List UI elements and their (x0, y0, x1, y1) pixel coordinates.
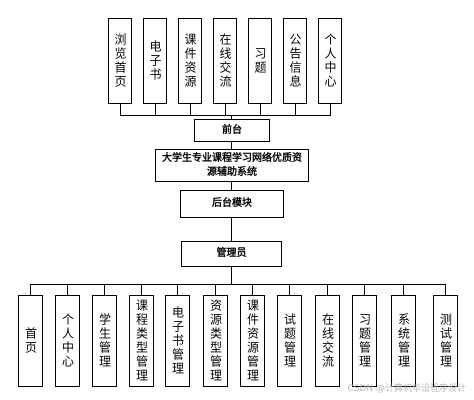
connector (403, 284, 404, 295)
connector (445, 284, 446, 295)
admin-module-ebooks: 电子书管理 (165, 295, 190, 387)
connector (364, 284, 365, 295)
front-module-label: 个人中心 (323, 33, 337, 89)
front-module-label: 课件资源 (183, 33, 197, 89)
admin-module-system: 系统管理 (391, 295, 416, 387)
admin-module-label: 电子书管理 (170, 306, 185, 376)
connector (231, 182, 232, 190)
connector (120, 115, 331, 116)
connector (231, 115, 232, 119)
admin-module-resource-types: 资源类型管理 (203, 295, 228, 387)
connector (231, 267, 232, 284)
front-module-notice: 公告信息 (283, 18, 307, 104)
front-module-ebook: 电子书 (143, 18, 167, 104)
admin-module-personal: 个人中心 (55, 295, 80, 387)
admin-module-label: 个人中心 (60, 313, 75, 369)
admin-module-label: 课程类型管理 (134, 299, 149, 383)
admin-module-courseware: 课件资源管理 (240, 295, 265, 387)
front-node: 前台 (194, 119, 270, 142)
connector (260, 104, 261, 115)
admin-module-tests: 测试管理 (433, 295, 458, 387)
front-module-courseware: 课件资源 (178, 18, 202, 104)
connector (252, 284, 253, 295)
admin-node: 管理员 (181, 241, 282, 267)
connector (30, 284, 446, 285)
watermark-text: CSDN @计算机毕设程序设计 (347, 384, 466, 394)
connector (231, 218, 232, 241)
backend-node: 后台模块 (180, 190, 284, 218)
connector (231, 142, 232, 149)
connector (177, 284, 178, 295)
front-module-label: 公告信息 (288, 33, 302, 89)
admin-module-label: 学生管理 (97, 313, 112, 369)
admin-module-label: 首页 (23, 327, 38, 355)
connector (190, 104, 191, 115)
front-module-label: 在线交流 (218, 33, 232, 89)
admin-module-chat: 在线交流 (315, 295, 340, 387)
admin-module-label: 课件资源管理 (245, 299, 260, 383)
admin-module-label: 系统管理 (396, 313, 411, 369)
connector (215, 284, 216, 295)
connector (30, 284, 31, 295)
front-module-label: 电子书 (148, 40, 162, 82)
admin-module-label: 习题管理 (357, 313, 372, 369)
admin-module-home: 首页 (18, 295, 43, 387)
front-node-label: 前台 (222, 124, 242, 136)
front-module-exercises: 习题 (248, 18, 272, 104)
admin-module-label: 在线交流 (320, 313, 335, 369)
admin-module-label: 测试管理 (438, 313, 453, 369)
connector (289, 284, 290, 295)
admin-module-exercises: 习题管理 (352, 295, 377, 387)
front-module-label: 习题 (253, 47, 267, 75)
admin-module-label: 资源类型管理 (208, 299, 223, 383)
connector (225, 104, 226, 115)
connector (104, 284, 105, 295)
connector (327, 284, 328, 295)
connector (67, 284, 68, 295)
connector (155, 104, 156, 115)
connector (295, 104, 296, 115)
connector (330, 104, 331, 115)
admin-module-students: 学生管理 (92, 295, 117, 387)
backend-node-label: 后台模块 (212, 198, 252, 210)
watermark: CSDN @计算机毕设程序设计 (347, 381, 466, 394)
system-node: 大学生专业课程学习网络优质资源辅助系统 (155, 149, 309, 182)
admin-module-course-types: 课程类型管理 (129, 295, 154, 387)
admin-node-label: 管理员 (216, 248, 247, 260)
system-title: 大学生专业课程学习网络优质资源辅助系统 (162, 153, 302, 178)
front-module-personal: 个人中心 (318, 18, 342, 104)
admin-module-label: 试题管理 (282, 313, 297, 369)
connector (120, 104, 121, 115)
front-module-label: 浏览首页 (113, 33, 127, 89)
front-module-chat: 在线交流 (213, 18, 237, 104)
front-module-home: 浏览首页 (108, 18, 132, 104)
admin-module-questions: 试题管理 (277, 295, 302, 387)
connector (141, 284, 142, 295)
